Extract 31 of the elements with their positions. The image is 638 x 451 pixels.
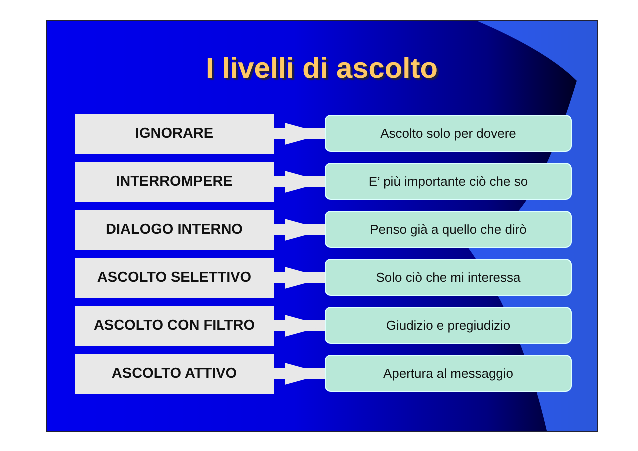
box-label: Giudizio e pregiudizio xyxy=(386,318,511,333)
description-box xyxy=(325,163,572,200)
box-label: Penso già a quello che dirò xyxy=(370,222,527,237)
description-box xyxy=(325,307,572,344)
level-box xyxy=(75,306,274,346)
description-box xyxy=(325,211,572,248)
level-box xyxy=(75,162,274,202)
level-box xyxy=(75,258,274,298)
description-box xyxy=(325,355,572,392)
box-label: DIALOGO INTERNO xyxy=(106,222,243,238)
level-box xyxy=(75,210,274,250)
box-label: IGNORARE xyxy=(135,126,214,142)
arrow xyxy=(274,363,325,385)
arrow xyxy=(274,171,325,193)
slide-title: I livelli di ascolto xyxy=(204,53,440,86)
arrow xyxy=(274,123,325,145)
box-label: Apertura al messaggio xyxy=(383,366,514,381)
box-label: ASCOLTO SELETTIVO xyxy=(97,270,252,286)
box-label: E’ più importante ciò che so xyxy=(368,174,528,189)
description-box xyxy=(325,259,572,296)
arrow xyxy=(274,267,325,289)
box-label: ASCOLTO ATTIVO xyxy=(112,366,238,382)
box-label: Solo ciò che mi interessa xyxy=(376,270,521,285)
arrow xyxy=(274,315,325,337)
box-label: Ascolto solo per dovere xyxy=(380,126,516,141)
level-box xyxy=(75,354,274,394)
arrow xyxy=(274,219,325,241)
level-box xyxy=(75,114,274,154)
box-label: ASCOLTO CON FILTRO xyxy=(94,318,256,334)
description-box xyxy=(325,115,572,152)
box-label: INTERROMPERE xyxy=(116,174,233,190)
